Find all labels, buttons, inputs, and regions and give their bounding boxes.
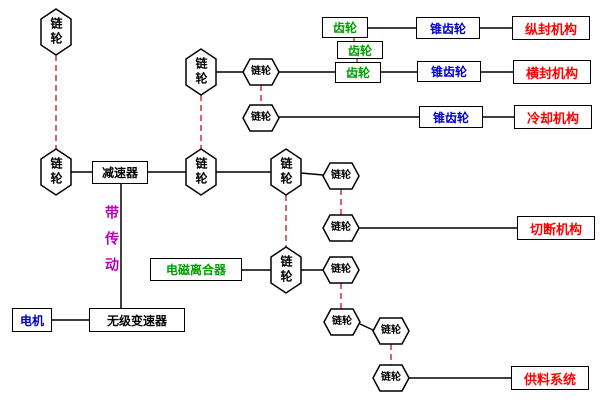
chain-wheel-label: 链轮 bbox=[49, 157, 63, 187]
reducer-box: 减速器 bbox=[92, 161, 148, 184]
chain-wheel-label: 链轮 bbox=[279, 255, 293, 285]
mechanism-box-longitudinal-sealing: 纵封机构 bbox=[512, 16, 590, 40]
chain-wheel-hex-small bbox=[322, 256, 360, 284]
electromagnetic-clutch-box: 电磁离合器 bbox=[150, 258, 242, 281]
chain-wheel-hex bbox=[185, 48, 217, 96]
chain-wheel-label: 链轮 bbox=[332, 316, 352, 327]
belt-drive-label: 带传动 bbox=[104, 205, 120, 283]
chain-wheel-hex bbox=[40, 148, 72, 196]
chain-wheel-hexes bbox=[40, 8, 410, 392]
chain-wheel-label: 链轮 bbox=[331, 264, 351, 275]
chain-wheel-hex bbox=[270, 246, 302, 294]
gear-box: 齿轮 bbox=[322, 17, 368, 38]
gear-box: 齿轮 bbox=[335, 62, 381, 83]
bevel-gear-box: 锥齿轮 bbox=[417, 61, 481, 82]
chain-wheel-label: 链轮 bbox=[194, 157, 208, 187]
chain-wheel-label: 链轮 bbox=[381, 372, 401, 383]
chain-wheel-hex-small bbox=[372, 317, 410, 345]
chain-wheel-hex bbox=[40, 8, 72, 56]
chain-wheel-hex-small bbox=[242, 104, 280, 132]
chain-wheel-hex bbox=[270, 148, 302, 196]
chain-wheel-label: 链轮 bbox=[194, 57, 208, 87]
chain-dashed-lines bbox=[55, 37, 392, 365]
chain-wheel-label: 链轮 bbox=[279, 157, 293, 187]
chain-wheel-hex-small bbox=[242, 58, 280, 86]
drive-connector-line bbox=[359, 323, 374, 331]
chain-wheel-hex bbox=[185, 148, 217, 196]
motor-box: 电机 bbox=[12, 308, 52, 332]
chain-wheel-label: 链轮 bbox=[251, 66, 271, 77]
chain-wheel-label: 链轮 bbox=[251, 112, 271, 123]
chain-wheel-label: 链轮 bbox=[331, 170, 351, 181]
cvt-box: 无级变速器 bbox=[89, 308, 185, 332]
drive-connector-line bbox=[300, 172, 324, 176]
chain-wheel-label: 链轮 bbox=[331, 222, 351, 233]
bevel-gear-box: 锥齿轮 bbox=[419, 106, 483, 128]
connector-lines bbox=[52, 27, 517, 379]
chain-wheel-hex-small bbox=[323, 308, 361, 336]
chain-wheel-label: 链轮 bbox=[49, 17, 63, 47]
mechanism-box-cooling: 冷却机构 bbox=[514, 105, 592, 129]
chain-wheel-hex-small bbox=[372, 364, 410, 392]
chain-wheel-hex-small bbox=[322, 162, 360, 190]
mechanism-box-feeding: 供料系统 bbox=[511, 366, 589, 390]
chain-wheel-hex-small bbox=[322, 214, 360, 242]
bevel-gear-box: 锥齿轮 bbox=[416, 17, 480, 39]
mechanism-box-transverse-sealing: 横封机构 bbox=[513, 60, 591, 84]
gear-box: 齿轮 bbox=[337, 41, 383, 59]
chain-wheel-label: 链轮 bbox=[381, 325, 401, 336]
mechanism-box-cutting: 切断机构 bbox=[517, 216, 595, 240]
